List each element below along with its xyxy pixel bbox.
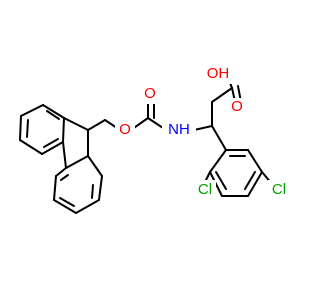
- bond: [211, 125, 227, 151]
- aromatic-bond: [46, 110, 60, 120]
- bond: [19, 115, 22, 141]
- ortho-chloro-label: Cl: [194, 180, 216, 200]
- hydroxyl-label: OH: [203, 64, 233, 84]
- bond: [87, 119, 106, 131]
- bond: [62, 141, 67, 169]
- bond: [75, 199, 100, 214]
- bond: [98, 175, 103, 201]
- bond: [87, 155, 103, 177]
- aromatic-bond: [59, 197, 75, 207]
- carbamate-carbonyl-text: O: [144, 85, 156, 102]
- ester-oxygen-label: O: [115, 120, 135, 140]
- carbamate-carbonyl-label: O: [140, 84, 160, 104]
- aromatic-bond: [60, 174, 69, 181]
- label-background: [115, 120, 135, 140]
- atom-labels: OH O O O NH Cl Cl: [115, 64, 290, 200]
- aromatic-bond: [43, 138, 59, 148]
- carbonyl-acid-label: O: [228, 98, 246, 116]
- bond: [55, 167, 67, 177]
- bond: [193, 125, 213, 131]
- bond: [209, 149, 227, 173]
- aromatic-bond: [91, 184, 94, 199]
- bond: [53, 199, 77, 214]
- amine-text: NH: [168, 121, 190, 138]
- bond: [53, 175, 57, 201]
- bond: [19, 139, 43, 155]
- bond: [41, 141, 64, 155]
- label-background: [203, 64, 233, 84]
- ester-oxygen-text: O: [119, 121, 131, 138]
- label-background: [194, 180, 216, 200]
- bond: [211, 87, 233, 103]
- bond: [62, 117, 65, 143]
- label-background: [162, 120, 196, 140]
- ortho-chloro-text: Cl: [198, 181, 212, 198]
- aromatic-bond: [26, 119, 29, 138]
- hydroxyl-text: OH: [207, 65, 230, 82]
- bond: [247, 149, 263, 173]
- bond: [63, 117, 89, 131]
- carbonyl-acid-text: O: [231, 98, 243, 115]
- label-background: [268, 180, 290, 200]
- aromatic-bond: [244, 171, 256, 190]
- para-chloro-text: Cl: [272, 181, 286, 198]
- label-background: [140, 84, 160, 104]
- label-background: [228, 98, 246, 116]
- bond: [42, 104, 65, 119]
- para-chloro-label: Cl: [268, 180, 290, 200]
- chemical-structure-diagram: OH O O O NH Cl Cl: [19, 64, 290, 214]
- amine-label: NH: [162, 120, 196, 140]
- bond: [65, 155, 89, 169]
- bond: [247, 171, 263, 197]
- bond: [20, 104, 44, 117]
- aromatic-bond: [215, 171, 227, 190]
- fluorenyl-group: [19, 104, 103, 214]
